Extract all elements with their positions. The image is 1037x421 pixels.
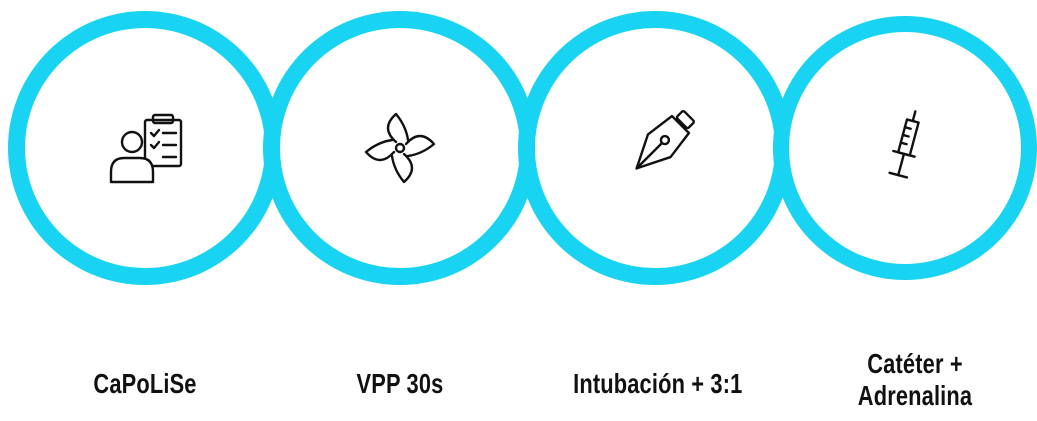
step-4-label-line1: Catéter + xyxy=(867,348,963,379)
fan-icon xyxy=(364,112,436,184)
step-2-circle xyxy=(280,28,520,268)
step-2 xyxy=(263,11,571,285)
step-1-label: CaPoLiSe xyxy=(93,368,197,399)
step-4-label: Catéter + Adrenalina xyxy=(857,348,974,412)
pen-nib-icon xyxy=(635,110,695,170)
step-4-circle xyxy=(789,32,1021,264)
process-flow xyxy=(8,11,1037,285)
step-4 xyxy=(773,16,1037,280)
patient-clipboard-icon xyxy=(109,113,183,184)
step-3-label: Intubación + 3:1 xyxy=(573,368,743,399)
step-2-label: VPP 30s xyxy=(356,368,444,399)
syringe-icon xyxy=(888,110,920,179)
step-4-label-line2: Adrenalina xyxy=(857,380,973,411)
step-3-circle xyxy=(535,28,775,268)
